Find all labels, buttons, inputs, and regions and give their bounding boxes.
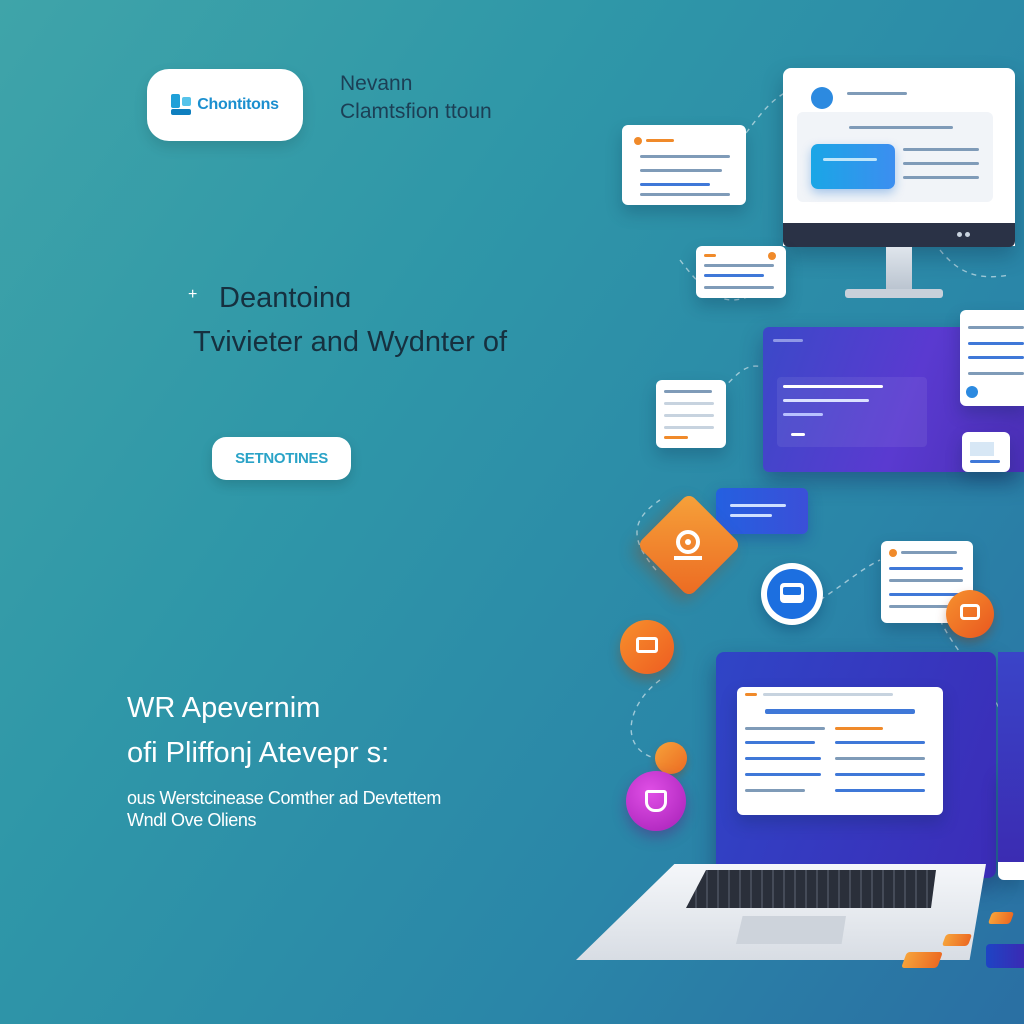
monitor-icon (783, 68, 1015, 300)
monitor-screen (783, 68, 1015, 246)
side-card[interactable] (960, 310, 1024, 406)
chat-bubble-blue (811, 144, 895, 189)
feature-title-line2: ofi Pliffonj Atevepr s: (127, 737, 390, 769)
logo-badge[interactable]: Chontitons (147, 69, 303, 141)
feature-description-line1: ous Werstcinease Comther ad Devtettem (127, 788, 442, 808)
hero-headline-line1: Deantoinɑ (219, 282, 352, 314)
laptop-trackpad (736, 916, 846, 944)
notification-card[interactable] (622, 125, 746, 205)
laptop-window[interactable] (737, 687, 943, 815)
feature-description: ous Werstcinease Comther ad Devtettem Wn… (127, 787, 441, 831)
feature-title-line1: WR Apevernim (127, 692, 321, 724)
magenta-shield-icon[interactable] (626, 771, 686, 831)
blue-circle-icon[interactable] (761, 563, 823, 625)
plus-icon: + (188, 286, 198, 303)
brand-name-line1: Nevann (340, 72, 413, 95)
orange-dot-icon (655, 742, 687, 774)
feature-description-line2: Wndl Ove Oliens (127, 810, 257, 830)
tile-orange-1 (901, 952, 943, 968)
hero-headline: Deantoinɑ Tvivieter and Wydnter of (193, 276, 507, 364)
brand-name: Nevann Clamtsfion ttoun (340, 70, 492, 126)
brand-name-line2: Clamtsfion ttoun (340, 100, 492, 123)
chat-bubble-icon[interactable] (716, 488, 808, 534)
doc-card[interactable] (656, 380, 726, 448)
orange-chat-badge-icon[interactable] (946, 590, 994, 638)
logo-icon (171, 94, 193, 116)
tile-orange-2 (941, 934, 973, 946)
tile-blue (986, 944, 1024, 968)
laptop-keyboard (686, 870, 936, 908)
chat-orange-icon[interactable] (620, 620, 674, 674)
camera-icon (674, 530, 702, 560)
mini-card[interactable] (962, 432, 1010, 472)
tile-orange-3 (987, 912, 1015, 924)
message-card[interactable] (696, 246, 786, 298)
feature-title: WR Apevernim ofi Pliffonj Atevepr s: (127, 686, 389, 776)
laptop-icon (576, 652, 996, 972)
cta-button[interactable]: SETNOTINES (212, 437, 351, 480)
hero-headline-line2: Tvivieter and Wydnter of (193, 326, 508, 358)
logo-text: Chontitons (197, 96, 279, 113)
edge-panel (998, 652, 1024, 862)
